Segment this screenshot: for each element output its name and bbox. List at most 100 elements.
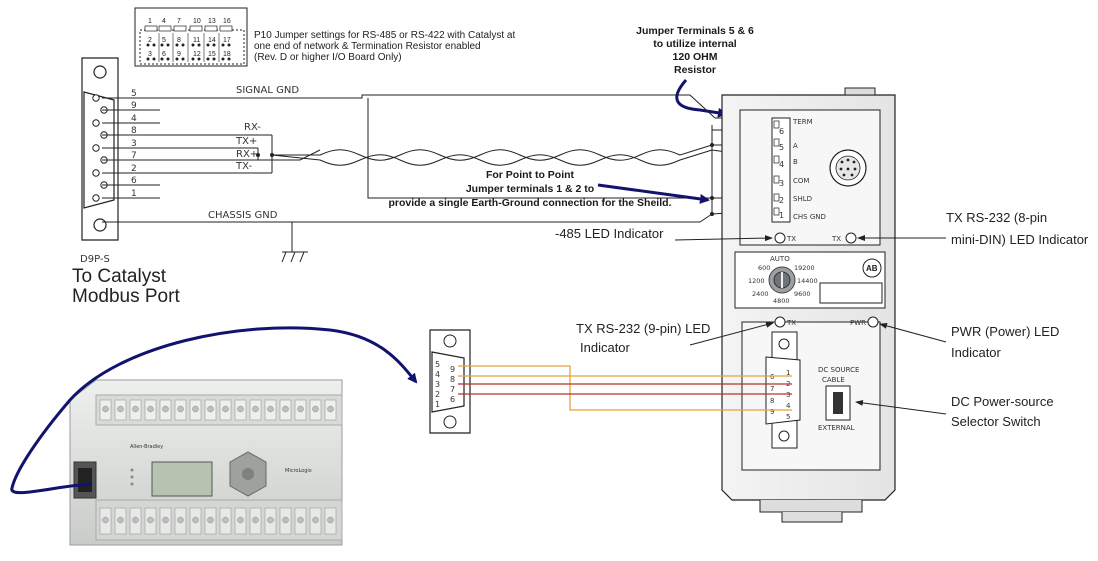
p10-pin <box>146 43 150 47</box>
plc-top-terminal-screw <box>177 405 184 413</box>
p10-pin <box>175 57 179 61</box>
callout-terminal56-line1: Jumper Terminals 5 & 6 <box>636 25 754 37</box>
p10-pin-header <box>189 25 203 32</box>
db9-caption-line2: Modbus Port <box>72 286 180 307</box>
mid-db9-pin-4: 4 <box>435 370 440 379</box>
terminal-label-a: A <box>793 142 798 150</box>
mod-db9-pin-3: 3 <box>786 391 790 399</box>
p10-pin-18: 18 <box>223 51 231 58</box>
db9-left-pin-2: 2 <box>131 164 137 174</box>
terminal-1: 1 <box>779 211 784 220</box>
callout-terminal56-line3: 120 OHM <box>673 51 718 63</box>
p10-pin-13: 13 <box>208 18 216 25</box>
terminal-screw <box>773 193 780 202</box>
db9-left-pin-3: 3 <box>131 139 137 149</box>
p10-pin-10: 10 <box>193 18 201 25</box>
plc-top-terminal-screw <box>222 405 229 413</box>
annot-pwr-led-line1: PWR (Power) LED <box>951 324 1059 339</box>
plc-lcd <box>151 461 213 497</box>
terminal-label-com: COM <box>793 177 809 185</box>
callout-p2p-line2: Jumper terminals 1 & 2 to <box>466 183 594 195</box>
ground-symbol-icon <box>281 251 308 263</box>
plc-top-terminal-screw <box>267 405 274 413</box>
p10-pin <box>152 43 156 47</box>
annot-tx232-8pin-line2: mini-DIN) LED Indicator <box>951 232 1089 247</box>
p10-pin-8: 8 <box>177 37 181 44</box>
mod-db9-pin-4: 4 <box>786 402 791 410</box>
plc-bottom-terminal-screw <box>222 516 229 524</box>
p10-pin <box>166 43 170 47</box>
pwr-led <box>867 316 879 328</box>
db9-pin-lines <box>102 94 771 252</box>
p10-pin <box>206 57 210 61</box>
db9-left-pin-6: 6 <box>131 176 137 186</box>
baud-14400: 14400 <box>797 277 818 285</box>
terminal-6: 6 <box>779 127 784 136</box>
db9-middle-connector <box>429 329 471 434</box>
tx-label-9pin: TX <box>786 319 796 327</box>
baud-9600: 9600 <box>794 290 811 298</box>
callout-terminal56-arrow <box>675 79 728 118</box>
p10-pin-12: 12 <box>193 51 201 58</box>
plc-bottom-terminal-screw <box>162 516 169 524</box>
micrologix-plc: Allen-Bradley MicroLogix <box>69 379 343 546</box>
db9-left-pin-5: 5 <box>131 89 137 99</box>
annot-dc-switch-line2: Selector Switch <box>951 414 1041 429</box>
mod-db9-pin-1: 1 <box>786 369 790 377</box>
tx-232-9pin-led <box>774 316 786 328</box>
p10-note-line1: P10 Jumper settings for RS-485 or RS-422… <box>254 30 515 41</box>
db9-left-pin-8: 8 <box>131 126 137 136</box>
db9-left-pin-4: 4 <box>131 114 137 124</box>
tx-485-led <box>774 232 786 244</box>
baud-title: AUTO <box>770 255 790 263</box>
p10-pin <box>152 57 156 61</box>
p10-pin-header <box>219 25 233 32</box>
p10-pin-header <box>173 25 187 32</box>
mid-db9-pin-5: 5 <box>435 360 440 369</box>
mod-db9-pin-6: 6 <box>770 373 775 381</box>
plc-top-terminal-screw <box>147 405 154 413</box>
db9-left-pin <box>92 169 100 177</box>
plc-bottom-terminal-screw <box>297 516 304 524</box>
terminal-2: 2 <box>779 196 784 205</box>
plc-to-cable-arrow <box>10 326 418 495</box>
terminal-4: 4 <box>779 160 784 169</box>
plc-top-terminal-screw <box>192 405 199 413</box>
plc-top-terminal-screw <box>162 405 169 413</box>
terminal-label-chs-gnd: CHS GND <box>793 213 826 221</box>
baud-4800: 4800 <box>773 297 790 305</box>
p10-pin-2: 2 <box>148 37 152 44</box>
p10-pin <box>206 43 210 47</box>
callout-terminal56-line4: Resistor <box>674 64 716 76</box>
p10-pin <box>221 43 225 47</box>
p10-pin-11: 11 <box>193 37 200 44</box>
db9-left-pin-9: 9 <box>131 101 137 111</box>
ab-logo <box>862 258 882 278</box>
annot-tx232-9pin-line2: Indicator <box>580 340 631 355</box>
wire-label-signal-gnd: SIGNAL GND <box>236 85 299 96</box>
tx-232-8pin-led <box>845 232 857 244</box>
p10-pin <box>197 57 201 61</box>
terminal-screw <box>773 155 780 164</box>
p10-pin-17: 17 <box>223 37 231 44</box>
plc-bottom-terminal-screw <box>132 516 139 524</box>
p10-note-line3: (Rev. D or higher I/O Board Only) <box>254 52 402 63</box>
plc-top-terminal-screw <box>102 405 109 413</box>
plc-bottom-terminal-screw <box>177 516 184 524</box>
p10-pin-header <box>204 25 218 32</box>
dc-source-label: DC SOURCE <box>818 366 859 374</box>
p10-pin <box>175 43 179 47</box>
p10-pin <box>227 57 231 61</box>
plc-bottom-terminal-screw <box>147 516 154 524</box>
terminal-5: 5 <box>779 143 784 152</box>
tx-label-485: TX <box>786 235 796 243</box>
mid-db9-pin-8: 8 <box>450 375 455 384</box>
plc-top-terminal-screw <box>252 405 259 413</box>
plc-brand: Allen-Bradley <box>130 444 163 450</box>
db9-caption-line1: To Catalyst <box>72 266 167 287</box>
mid-db9-pin-1: 1 <box>435 400 440 409</box>
db9-left-pin <box>92 94 100 102</box>
plc-top-terminal-screw <box>312 405 319 413</box>
p10-note-line2: one end of network & Termination Resisto… <box>254 41 481 52</box>
